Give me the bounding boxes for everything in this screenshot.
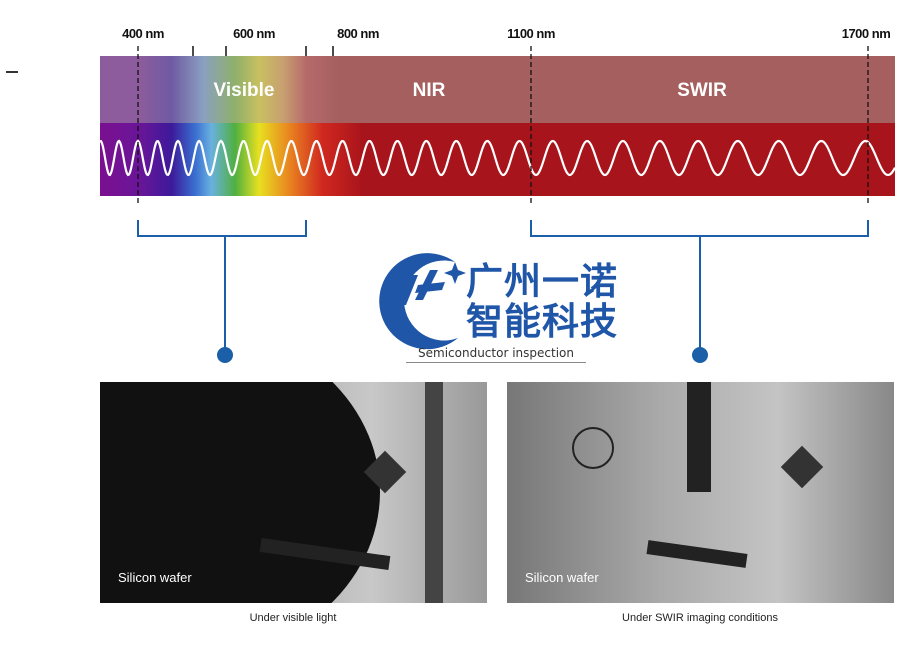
swir-photo: Silicon wafer	[507, 382, 894, 603]
band-label-visible: Visible	[213, 80, 275, 101]
swir-bracket	[530, 220, 869, 237]
logo-text: 广州一诺 智能科技	[466, 262, 618, 342]
target-scale	[425, 382, 443, 603]
target-wheel	[572, 427, 614, 469]
label-400nm: 400 nm	[122, 26, 164, 41]
spectrum-wave-band	[100, 123, 895, 196]
label-1100nm: 1100 nm	[507, 26, 555, 41]
band-label-nir: NIR	[412, 80, 446, 101]
dash-mark	[6, 71, 18, 73]
caption-visible: Under visible light	[249, 612, 337, 624]
logo-mark	[379, 253, 466, 350]
wave-line	[99, 139, 896, 177]
visible-light-photo: Silicon wafer	[100, 382, 487, 603]
photo-label: Silicon wafer	[525, 570, 599, 585]
spectrum-overlay	[99, 46, 896, 363]
logo-line2: 智能科技	[466, 300, 618, 343]
spectrum-top-band	[100, 56, 895, 123]
visible-dot	[217, 347, 233, 363]
target-bar	[646, 540, 748, 568]
visible-bracket	[137, 220, 307, 237]
target-bar	[687, 382, 711, 492]
label-800nm: 800 nm	[337, 26, 379, 41]
caption-swir: Under SWIR imaging conditions	[622, 612, 778, 624]
wafer-shape	[100, 382, 380, 603]
photo-label: Silicon wafer	[118, 570, 192, 585]
logo-subtitle: Semiconductor inspection	[406, 346, 586, 363]
label-1700nm: 1700 nm	[841, 26, 891, 41]
band-label-swir: SWIR	[677, 80, 727, 101]
logo-line1: 广州一诺	[466, 260, 618, 303]
target-diamond	[780, 445, 824, 489]
label-600nm: 600 nm	[233, 26, 275, 41]
swir-dot	[692, 347, 708, 363]
